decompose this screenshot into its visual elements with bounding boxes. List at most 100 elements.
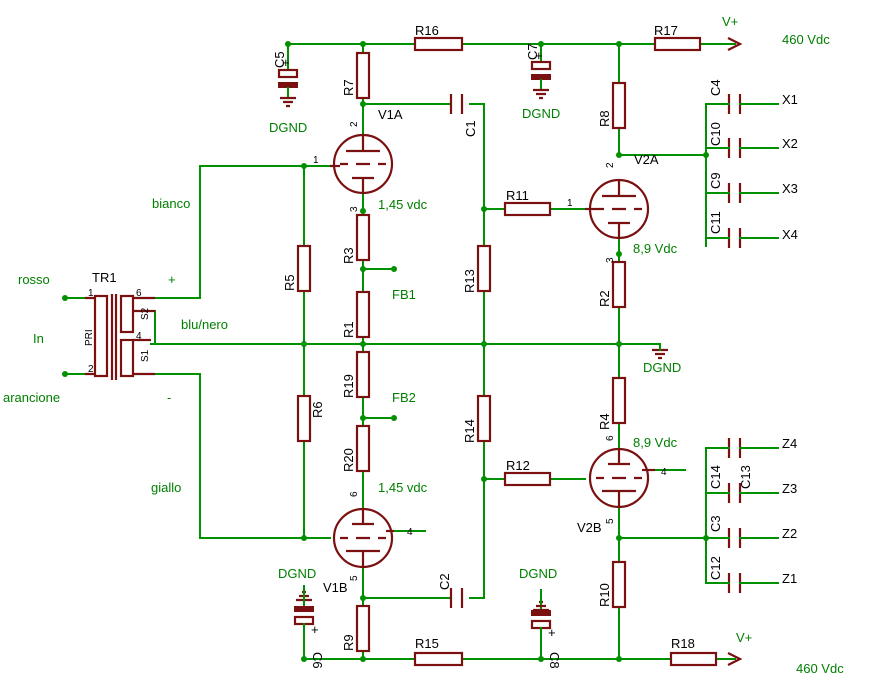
dgnd-label: DGND <box>278 566 316 581</box>
resistors <box>296 36 718 667</box>
output-x2: X2 <box>782 136 798 151</box>
pin-number: 3 <box>349 206 360 212</box>
r5 <box>296 244 312 293</box>
pin-number: 1 <box>88 288 94 299</box>
output-x3: X3 <box>782 181 798 196</box>
svg-text:+: + <box>282 55 290 70</box>
pin-number: 6 <box>349 491 360 497</box>
part-label: V2A <box>634 152 659 167</box>
dgnd-label: DGND <box>643 360 681 375</box>
part-label: R18 <box>671 636 695 651</box>
v2b-bias-label: 8,9 Vdc <box>633 435 678 450</box>
part-label: C13 <box>738 465 753 489</box>
fb1-label: FB1 <box>392 287 416 302</box>
part-label: C2 <box>437 573 452 590</box>
part-label: R14 <box>462 419 477 443</box>
r16 <box>413 36 464 52</box>
part-label: R10 <box>597 583 612 607</box>
r2 <box>611 260 627 309</box>
part-label: R7 <box>341 79 356 96</box>
pin-number: 6 <box>605 435 616 441</box>
r14 <box>476 394 492 443</box>
part-label: V1A <box>378 107 403 122</box>
r17 <box>653 36 702 52</box>
part-label: C3 <box>708 515 723 532</box>
minus-label: - <box>167 390 171 405</box>
part-label: R17 <box>654 23 678 38</box>
part-label: TR1 <box>92 270 117 285</box>
r7 <box>355 51 371 100</box>
r8 <box>611 81 627 130</box>
dgnd-label: DGND <box>519 566 557 581</box>
part-label: R4 <box>597 413 612 430</box>
wire-label-rosso: rosso <box>18 272 50 287</box>
part-label: C12 <box>708 556 723 580</box>
v1a-bias-label: 1,45 vdc <box>378 197 428 212</box>
input-label: In <box>33 331 44 346</box>
svg-text:+: + <box>535 48 543 63</box>
part-label: C6 <box>310 652 325 669</box>
fb2-label: FB2 <box>392 390 416 405</box>
ground-symbols <box>280 88 668 612</box>
wire-label-blu-nero: blu/nero <box>181 317 228 332</box>
plus-label: + <box>168 272 176 287</box>
r20 <box>355 424 371 473</box>
r11 <box>503 201 552 217</box>
r10 <box>611 560 627 609</box>
part-label: C14 <box>708 465 723 489</box>
svg-text:+: + <box>548 625 556 640</box>
wire-label-arancione: arancione <box>3 390 60 405</box>
pin-number: 6 <box>136 288 142 299</box>
r19 <box>355 350 371 399</box>
part-label: R8 <box>597 110 612 127</box>
r6 <box>296 394 312 443</box>
part-label: C8 <box>547 652 562 669</box>
r13 <box>476 244 492 293</box>
output-z1: Z1 <box>782 571 797 586</box>
part-label: R11 <box>506 188 529 203</box>
pin-number: 2 <box>605 162 616 168</box>
v1b-bias-label: 1,45 vdc <box>378 480 428 495</box>
part-label: R6 <box>310 401 325 418</box>
part-label: C9 <box>708 172 723 189</box>
part-label: R9 <box>341 634 356 651</box>
part-label: C5 <box>272 51 287 68</box>
output-z2: Z2 <box>782 526 797 541</box>
part-label: R2 <box>597 290 612 307</box>
part-label: R19 <box>341 374 356 398</box>
part-label: R3 <box>341 247 356 264</box>
part-label: V1B <box>323 580 348 595</box>
pin-number: 1 <box>313 155 319 166</box>
part-label: R5 <box>282 274 297 291</box>
part-label: C7 <box>525 43 540 60</box>
supply-label-bottom: 460 Vdc <box>796 661 844 676</box>
part-label: C11 <box>708 211 723 234</box>
wires <box>64 43 779 660</box>
r15 <box>413 651 464 667</box>
supply-arrows <box>727 37 743 666</box>
output-z4: Z4 <box>782 436 797 451</box>
part-label: R15 <box>415 636 439 651</box>
capacitors: + + + + <box>277 48 749 640</box>
vplus-label-top: V+ <box>722 14 738 29</box>
r9 <box>355 604 371 653</box>
r1 <box>355 290 371 339</box>
wire-label-giallo: giallo <box>151 480 181 495</box>
pin-number: 4 <box>407 527 413 538</box>
r4 <box>611 376 627 425</box>
part-label: C4 <box>708 79 723 96</box>
output-x1: X1 <box>782 92 798 107</box>
r12 <box>503 471 552 487</box>
wire-label-bianco: bianco <box>152 196 190 211</box>
part-label: R13 <box>462 269 477 293</box>
pin-number: 4 <box>136 331 142 342</box>
svg-text:+: + <box>311 622 319 637</box>
part-label: R1 <box>341 321 356 338</box>
part-label: PRI <box>84 329 95 346</box>
part-label: C10 <box>708 122 723 146</box>
pin-number: 3 <box>605 257 616 263</box>
tube-v2b <box>588 447 655 509</box>
part-label: R16 <box>415 23 439 38</box>
junction-dots <box>62 41 709 662</box>
